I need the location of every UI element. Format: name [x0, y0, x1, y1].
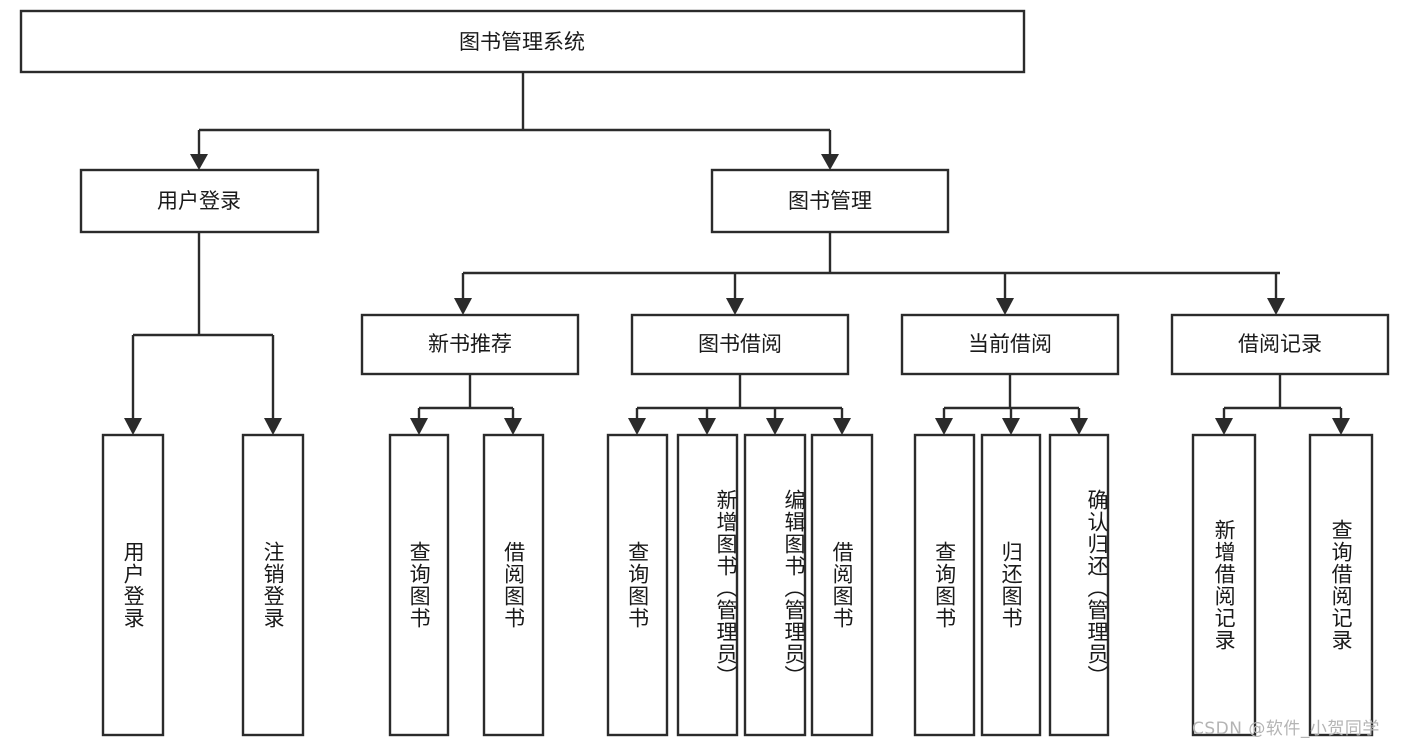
connector-group-book-borrow — [628, 374, 851, 435]
arrow-cb-leaf-3 — [1070, 418, 1088, 435]
arrow-bm-to-new-book-rec — [454, 298, 472, 315]
arrow-user-login-leaf-2 — [264, 418, 282, 435]
node-book-manage-label: 图书管理 — [788, 189, 872, 213]
node-new-book-rec-label: 新书推荐 — [428, 332, 512, 356]
leaf-box-return-book[interactable] — [980, 433, 1042, 737]
arrow-cb-leaf-2 — [1002, 418, 1020, 435]
node-borrow-record-label: 借阅记录 — [1238, 332, 1322, 356]
arrow-bb-leaf-4 — [833, 418, 851, 435]
arrow-nbr-leaf-2 — [504, 418, 522, 435]
leaf-box-query-book-rec[interactable] — [388, 433, 450, 737]
node-book-manage-box[interactable] — [710, 168, 950, 234]
node-user-login-box[interactable] — [79, 168, 320, 234]
leaf-box-confirm-return[interactable] — [1048, 433, 1110, 737]
connector-group-root — [190, 72, 839, 170]
arrow-root-to-book-manage — [821, 154, 839, 170]
arrow-cb-leaf-1 — [935, 418, 953, 435]
node-user-login-label: 用户登录 — [157, 189, 241, 213]
node-borrow-record-box[interactable] — [1170, 313, 1390, 376]
arrow-nbr-leaf-1 — [410, 418, 428, 435]
arrow-user-login-leaf-1 — [124, 418, 142, 435]
leaf-box-add-record[interactable] — [1191, 433, 1257, 737]
leaf-box-edit-book[interactable] — [743, 433, 807, 737]
leaf-box-query-book-bb[interactable] — [606, 433, 669, 737]
connector-group-current-borrow — [935, 374, 1088, 435]
node-current-borrow-box[interactable] — [900, 313, 1120, 376]
node-new-book-rec-box[interactable] — [360, 313, 580, 376]
node-book-borrow-label: 图书借阅 — [698, 332, 782, 356]
node-book-borrow[interactable]: 图书借阅 — [630, 313, 850, 376]
leaf-box-query-record[interactable] — [1308, 433, 1374, 737]
node-current-borrow-label: 当前借阅 — [968, 332, 1052, 356]
connector-group-book-manage — [454, 232, 1285, 315]
arrow-br-leaf-1 — [1215, 418, 1233, 435]
leaf-box-borrow-book-bb[interactable] — [810, 433, 874, 737]
leaf-box-query-book-cb[interactable] — [913, 433, 976, 737]
arrow-bm-to-borrow-record — [1267, 298, 1285, 315]
leaf-box-user-login[interactable] — [101, 433, 165, 737]
leaf-box-logout[interactable] — [241, 433, 305, 737]
connector-group-user-login — [124, 232, 282, 435]
node-root-label: 图书管理系统 — [459, 30, 585, 54]
arrow-br-leaf-2 — [1332, 418, 1350, 435]
connector-group-borrow-record — [1215, 374, 1350, 435]
node-user-login[interactable]: 用户登录 — [79, 168, 320, 234]
node-root[interactable]: 图书管理系统 — [19, 9, 1026, 74]
arrow-bb-leaf-3 — [766, 418, 784, 435]
leaf-boxes-group — [101, 433, 1374, 737]
leaf-box-borrow-book-rec[interactable] — [482, 433, 545, 737]
node-root-box[interactable] — [19, 9, 1026, 74]
node-new-book-rec[interactable]: 新书推荐 — [360, 313, 580, 376]
node-current-borrow[interactable]: 当前借阅 — [900, 313, 1120, 376]
arrow-bm-to-book-borrow — [726, 298, 744, 315]
arrow-root-to-user-login — [190, 154, 208, 170]
connector-group-new-book-rec — [410, 374, 522, 435]
arrow-bb-leaf-1 — [628, 418, 646, 435]
csdn-watermark: CSDN @软件_小贺同学 — [1192, 719, 1380, 739]
arrow-bm-to-current-borrow — [996, 298, 1014, 315]
leaf-box-add-book[interactable] — [676, 433, 739, 737]
node-borrow-record[interactable]: 借阅记录 — [1170, 313, 1390, 376]
node-book-borrow-box[interactable] — [630, 313, 850, 376]
node-book-manage[interactable]: 图书管理 — [710, 168, 950, 234]
arrow-bb-leaf-2 — [698, 418, 716, 435]
